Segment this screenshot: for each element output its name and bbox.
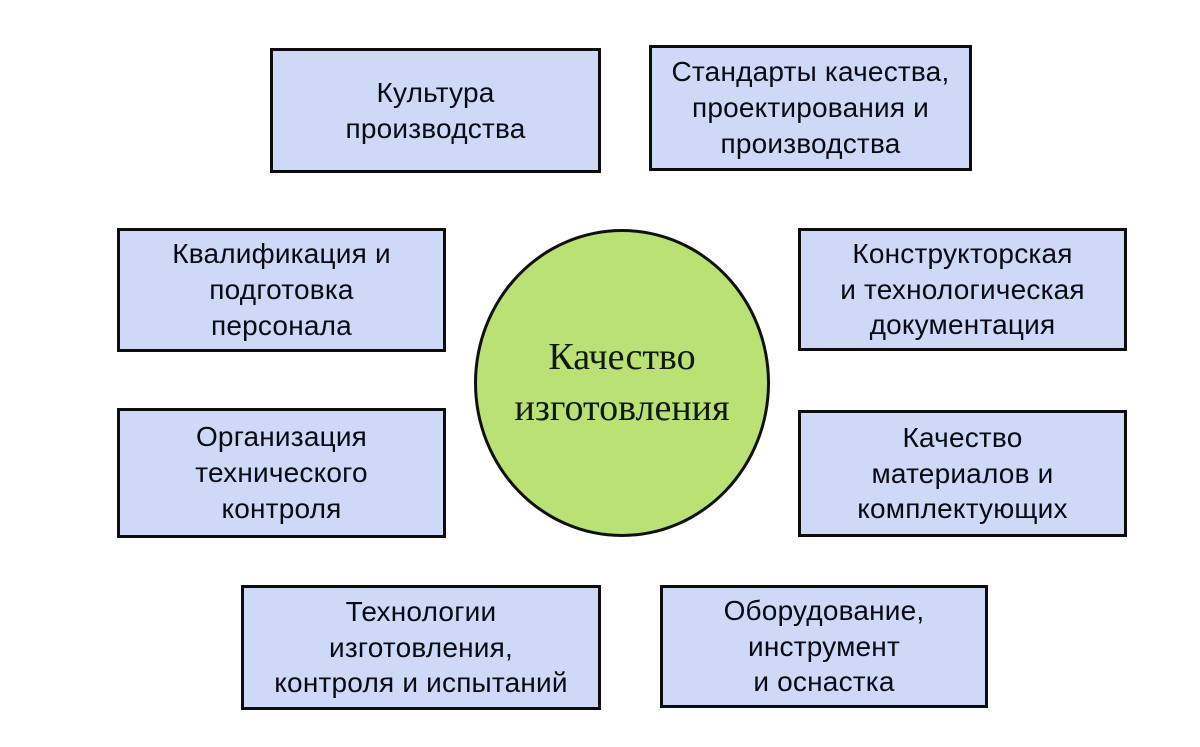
factor-box-materials-quality: Качество материалов и комплектующих: [798, 410, 1127, 537]
factor-box-equipment-tools: Оборудование, инструмент и оснастка: [660, 585, 988, 708]
factor-label-manufacturing-technologies: Технологии изготовления, контроля и испы…: [274, 595, 568, 699]
factor-label-equipment-tools: Оборудование, инструмент и оснастка: [723, 594, 925, 698]
factor-label-standards: Стандарты качества, проектирования и про…: [671, 56, 950, 159]
factor-label-production-culture: Культура производства: [345, 76, 526, 144]
factor-label-materials-quality: Качество материалов и комплектующих: [857, 421, 1068, 525]
factor-label-technical-control: Организация технического контроля: [195, 421, 368, 524]
factor-label-documentation: Конструкторская и технологическая докуме…: [840, 237, 1085, 341]
factor-box-personnel-qualification: Квалификация и подготовка персонала: [117, 228, 446, 352]
center-node-manufacturing-quality: Качество изготовления: [474, 229, 770, 537]
factor-label-personnel-qualification: Квалификация и подготовка персонала: [172, 238, 391, 341]
factor-box-documentation: Конструкторская и технологическая докуме…: [798, 228, 1127, 351]
factor-box-manufacturing-technologies: Технологии изготовления, контроля и испы…: [241, 585, 601, 710]
center-node-label: Качество изготовления: [514, 335, 730, 429]
factor-box-production-culture: Культура производства: [270, 48, 601, 173]
factor-box-technical-control: Организация технического контроля: [117, 408, 446, 538]
factor-box-standards: Стандарты качества, проектирования и про…: [649, 45, 972, 171]
